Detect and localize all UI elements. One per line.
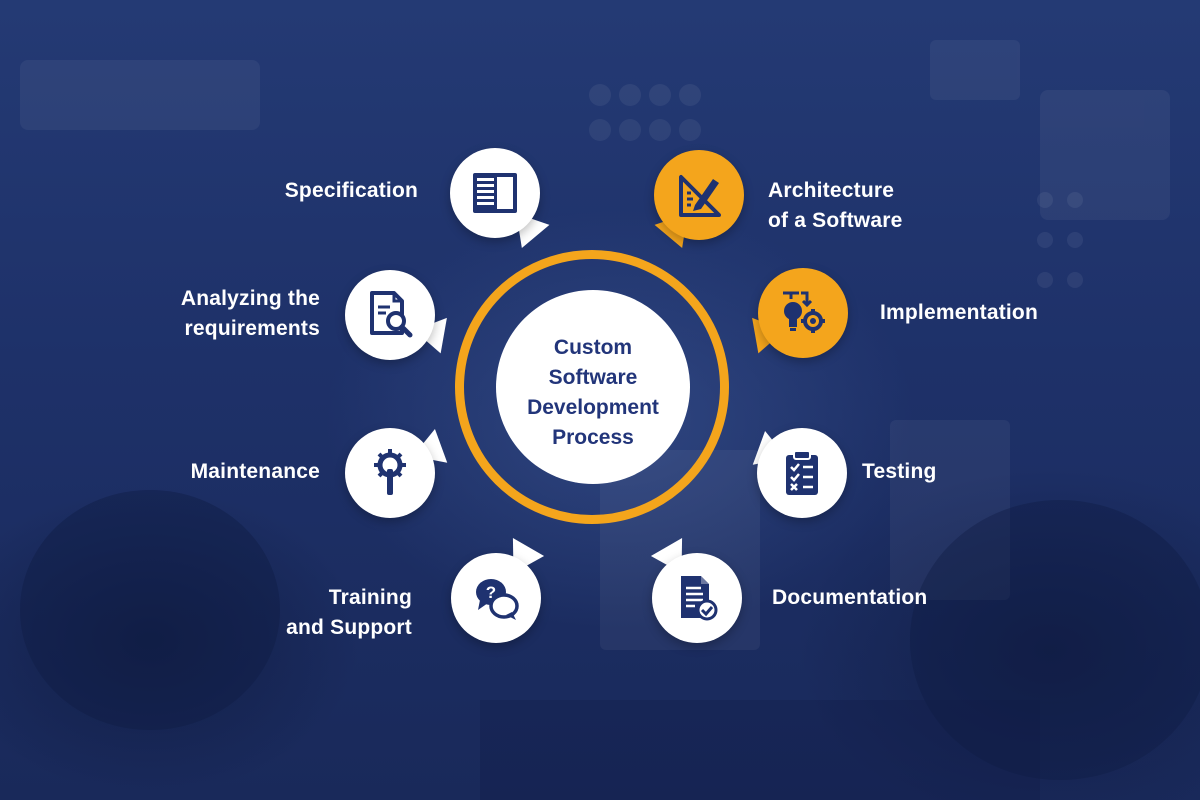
document-columns-icon: [473, 173, 517, 213]
clipboard-checklist-icon: [786, 450, 818, 495]
question-chat-icon: ?: [476, 579, 519, 620]
node-training-support: ?: [451, 538, 545, 643]
document-search-icon: [370, 291, 413, 338]
node-implementation: [752, 268, 848, 358]
label-architecture: Architecture of a Software: [768, 179, 903, 232]
svg-text:?: ?: [486, 583, 496, 602]
node-architecture: [654, 150, 744, 249]
node-documentation: [650, 538, 742, 643]
node-specification: [450, 148, 550, 249]
node-analyzing-requirements: [345, 270, 447, 360]
center-ring: [455, 250, 729, 524]
document-check-icon: [681, 576, 718, 621]
label-maintenance: Maintenance: [190, 460, 320, 483]
label-testing: Testing: [862, 460, 937, 483]
label-training-support: Training and Support: [286, 586, 412, 639]
node-testing: [752, 428, 847, 518]
label-analyzing-requirements: Analyzing the requirements: [180, 287, 320, 340]
label-specification: Specification: [284, 179, 418, 202]
gear-wrench-icon: [374, 449, 406, 495]
ruler-pencil-icon: [679, 175, 721, 217]
center-circle: [496, 290, 690, 484]
label-documentation: Documentation: [772, 586, 928, 609]
label-implementation: Implementation: [880, 301, 1038, 324]
center-title: Custom Software Development Process: [527, 336, 659, 449]
lightbulb-gears-icon: [783, 291, 825, 333]
node-maintenance: [345, 428, 448, 518]
